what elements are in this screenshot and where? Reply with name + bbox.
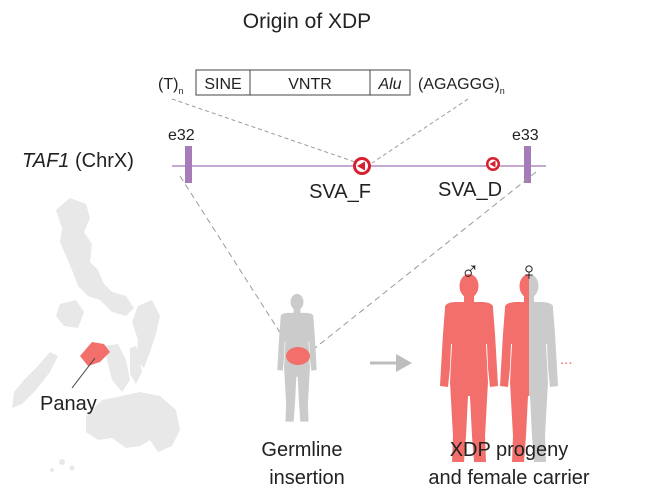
transmission-arrow (370, 354, 412, 372)
exon-e33 (524, 146, 531, 183)
sva-f-insertion-marker (353, 157, 371, 175)
alu-segment-label: Alu (377, 76, 401, 93)
exon-e32 (185, 146, 192, 183)
poly-t-repeat-label: (T)n (158, 76, 183, 96)
gene-label: TAF1 (ChrX) (22, 150, 134, 172)
panay-label: Panay (40, 393, 97, 415)
sva-d-insertion-marker (486, 157, 500, 171)
vntr-segment-label: VNTR (288, 76, 332, 93)
progeny-caption-line1: XDP progeny (450, 439, 569, 461)
panay-island (80, 342, 110, 366)
sine-segment-label: SINE (204, 76, 241, 93)
sva-element-box (195, 69, 411, 96)
taf1-gene-track: TAF1 (ChrX) e32 e33 SVA_F SVA_D (22, 127, 546, 203)
female-carrier-figure (500, 274, 558, 462)
gonad-highlight (286, 347, 310, 365)
exon-e33-label: e33 (512, 127, 539, 144)
female-symbol-icon: ♀ (519, 256, 539, 286)
more-progeny-ellipsis: ... (560, 351, 573, 368)
male-symbol-icon: ♂ (460, 256, 480, 286)
philippines-map (12, 198, 180, 472)
germline-caption-line2: insertion (269, 467, 345, 489)
sva-d-label: SVA_D (438, 179, 502, 201)
hexamer-repeat-label: (AGAGGG)n (418, 76, 505, 96)
progeny-caption-line2: and female carrier (428, 467, 590, 489)
diagram-title: Origin of XDP (243, 10, 371, 33)
male-progeny-figure (440, 274, 498, 462)
exon-e32-label: e32 (168, 127, 195, 144)
panay-pointer-line (71, 357, 96, 389)
sva-structure: (T)n SINE VNTR Alu (AGAGGG)n (158, 69, 505, 96)
sva-f-label: SVA_F (309, 181, 371, 203)
germline-zoom-lines (179, 171, 537, 353)
sva-zoom-lines (171, 98, 469, 164)
germline-caption-line1: Germline (261, 439, 342, 461)
